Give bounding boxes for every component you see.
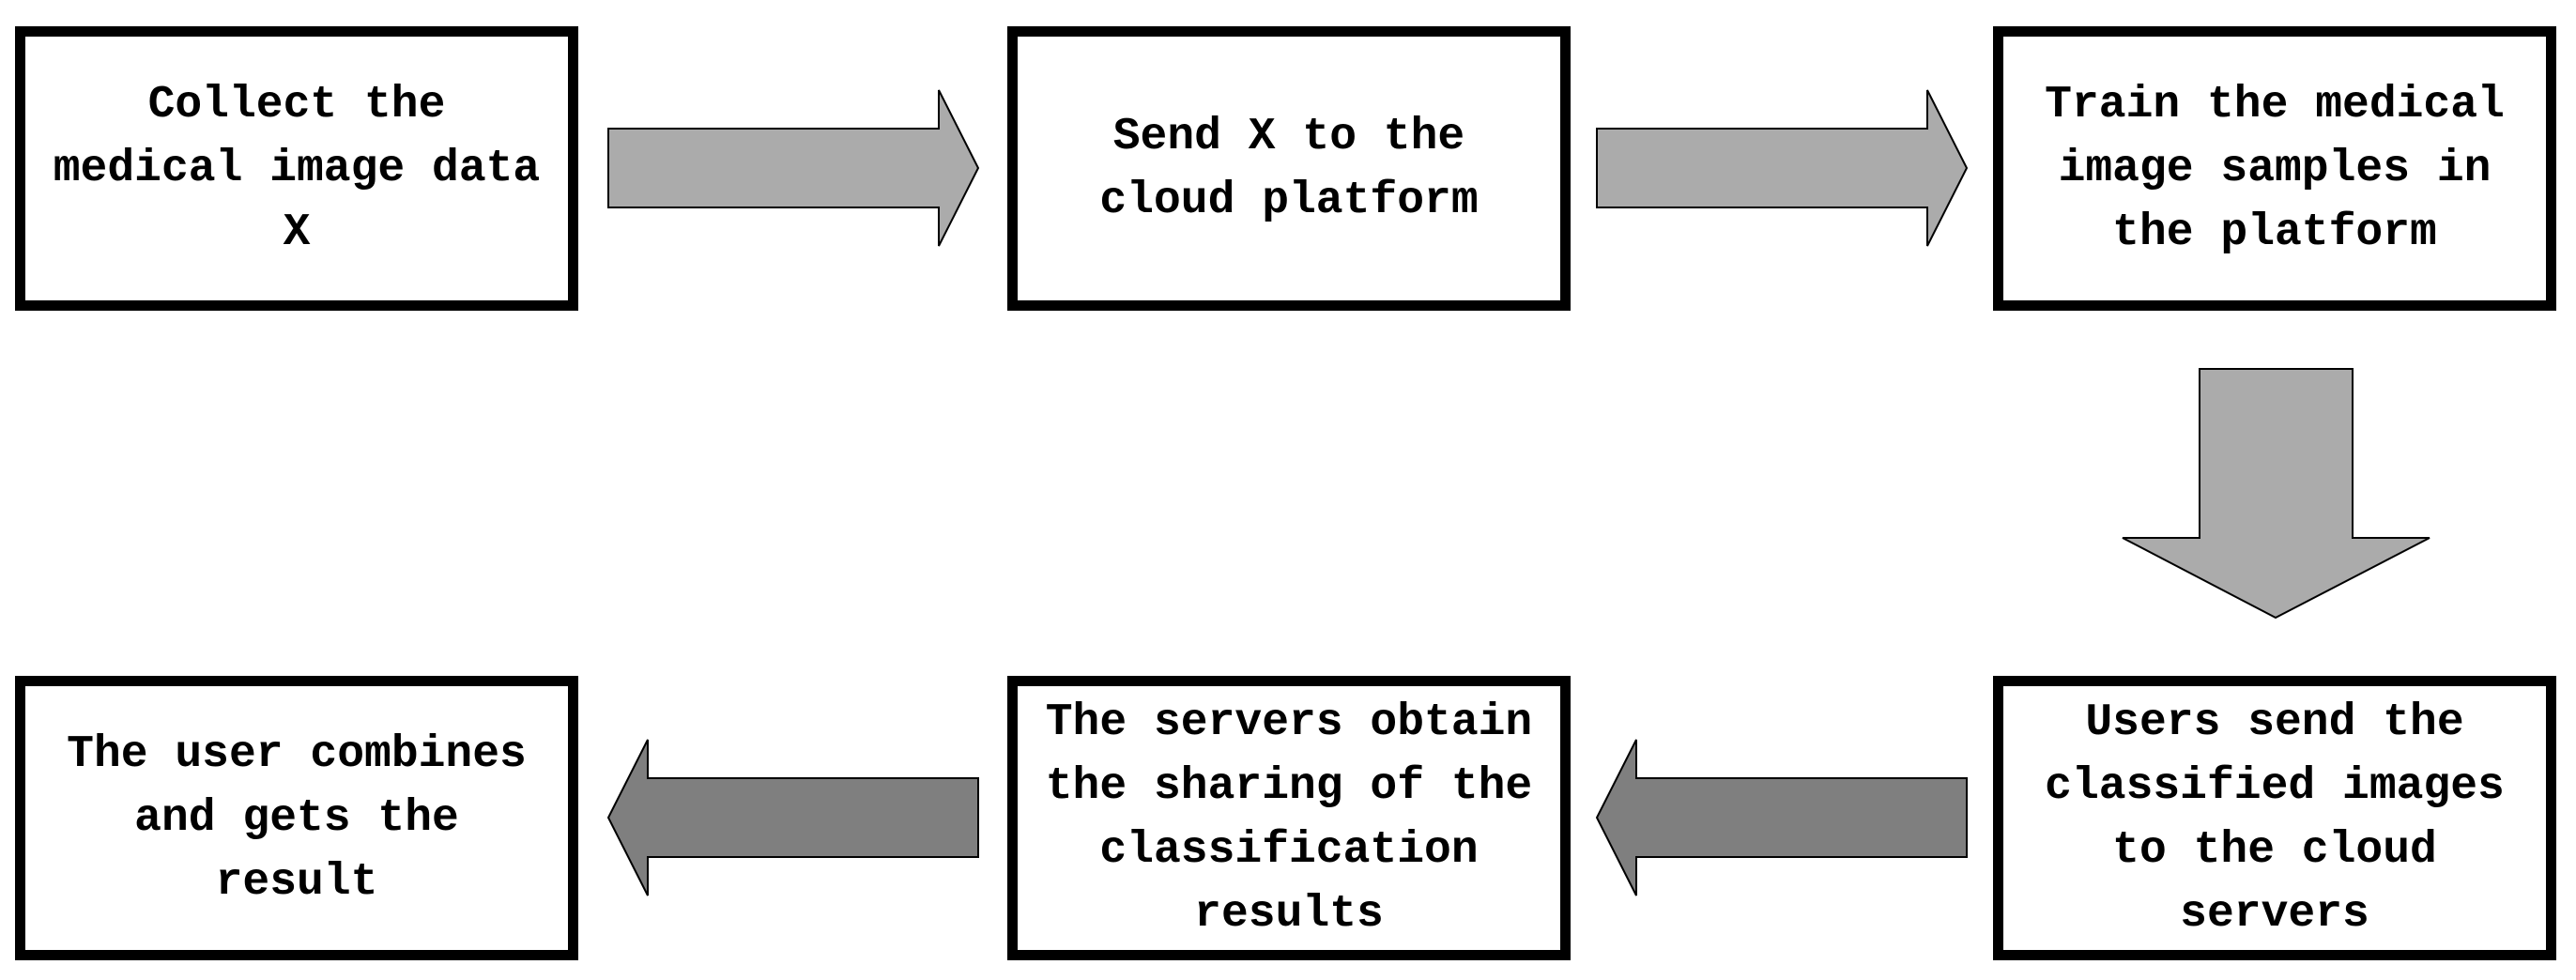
flow-box-label: Train the medical image samples in the p… <box>2045 79 2505 258</box>
arrow-shape <box>1595 739 1968 896</box>
flow-box-users-send: Users send the classified images to the … <box>1993 676 2556 960</box>
flow-box-user-combines: The user combines and gets the result <box>15 676 578 960</box>
flow-box-label: Collect the medical image data X <box>53 79 541 258</box>
flow-box-label: Send X to the cloud platform <box>1099 111 1479 226</box>
arrow-right-icon <box>607 89 980 247</box>
flow-box-label: Users send the classified images to the … <box>2045 697 2505 940</box>
arrow-shape <box>607 89 980 247</box>
arrow-left-icon <box>606 739 979 896</box>
flow-box-send-to-cloud: Send X to the cloud platform <box>1007 26 1571 311</box>
arrow-right-icon <box>1596 89 1969 247</box>
flow-box-collect-data: Collect the medical image data X <box>15 26 578 311</box>
arrow-shape <box>1596 89 1969 247</box>
arrow-down-icon <box>2122 368 2430 620</box>
flow-box-servers-obtain: The servers obtain the sharing of the cl… <box>1007 676 1571 960</box>
arrow-left-icon <box>1595 739 1968 896</box>
arrow-shape <box>606 739 979 896</box>
flow-box-train-samples: Train the medical image samples in the p… <box>1993 26 2556 311</box>
flow-box-label: The user combines and gets the result <box>67 728 527 908</box>
arrow-shape <box>2122 368 2430 620</box>
flow-box-label: The servers obtain the sharing of the cl… <box>1045 697 1533 940</box>
